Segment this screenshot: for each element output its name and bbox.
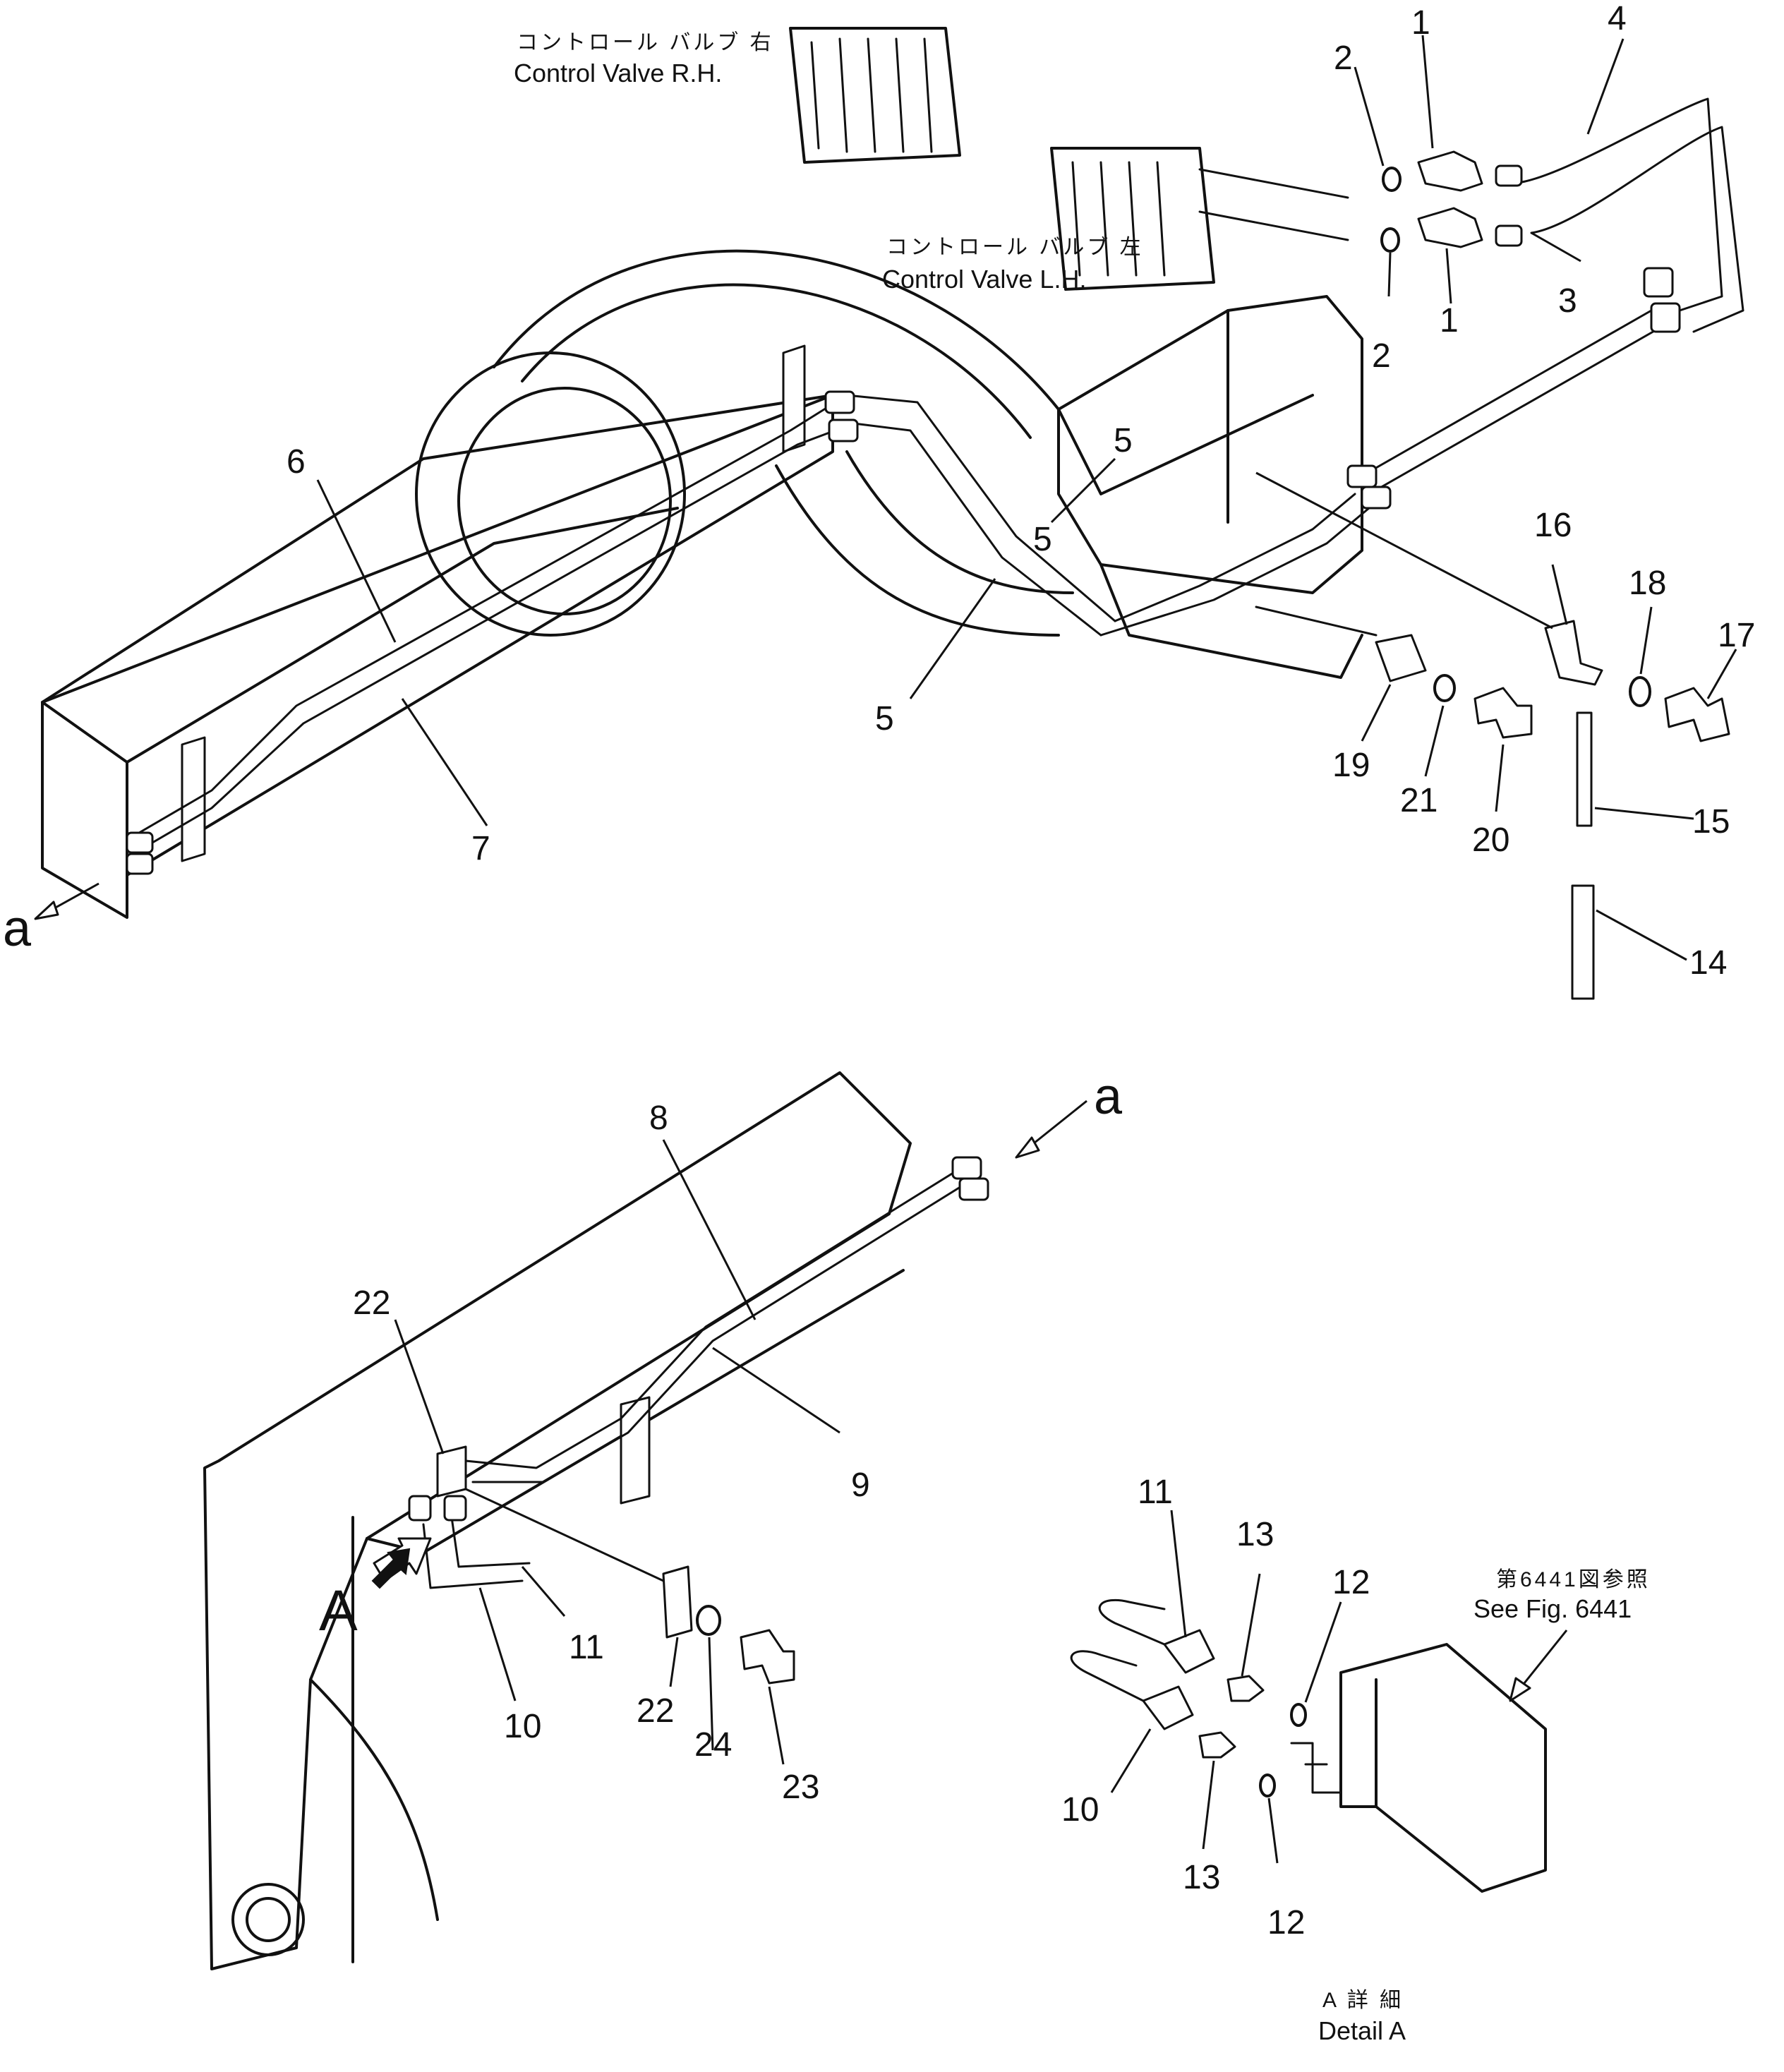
lower-pipes	[373, 1156, 989, 1589]
callout-11-detail: 11	[1138, 1474, 1173, 1511]
washer-18	[1629, 676, 1651, 707]
callout-18: 18	[1629, 565, 1666, 602]
callout-13-upper: 13	[1236, 1516, 1274, 1553]
callout-9: 9	[851, 1466, 870, 1504]
lower-hardware	[465, 1488, 795, 1685]
callout-20: 20	[1472, 821, 1509, 859]
detail-a-en: Detail A	[1318, 2016, 1406, 2045]
lower-arm	[203, 1071, 912, 1970]
control-valve-lh-jp: コントロール バルブ 左	[886, 236, 1144, 259]
callout-23: 23	[782, 1769, 819, 1806]
callout-10-detail: 10	[1061, 1791, 1099, 1829]
continuation-arrows	[34, 882, 1087, 1159]
callout-1-upper: 1	[1411, 4, 1430, 42]
callout-5-c: 5	[1033, 521, 1052, 558]
callout-10-main: 10	[504, 1708, 541, 1745]
continuation-marker-a-upper: a	[3, 901, 32, 957]
control-valve-lh-en: Control Valve L.H.	[882, 265, 1086, 294]
callout-7: 7	[471, 830, 490, 867]
rod-15	[1576, 711, 1593, 827]
markers: a a A	[3, 901, 1123, 1643]
callout-22-main: 22	[353, 1284, 390, 1322]
elbow-1-upper	[1417, 150, 1483, 192]
callout-2-lower: 2	[1372, 337, 1391, 375]
callout-6: 6	[287, 443, 306, 481]
washer-24	[696, 1605, 721, 1636]
upper-pipes	[126, 97, 1744, 875]
callout-leaders	[316, 35, 1737, 1864]
callout-12-lower: 12	[1267, 1904, 1305, 1941]
bolt-20	[1473, 687, 1533, 739]
detail-a-arrow	[371, 1548, 411, 1589]
callout-2-upper: 2	[1334, 40, 1353, 77]
callout-24: 24	[694, 1726, 732, 1764]
see-fig-en: See Fig. 6441	[1473, 1594, 1632, 1623]
callout-19: 19	[1332, 747, 1370, 784]
callout-8: 8	[649, 1100, 668, 1137]
o-ring-2-upper	[1382, 167, 1402, 192]
callout-5-a: 5	[1114, 422, 1133, 459]
callout-5-b: 5	[875, 700, 894, 737]
o-ring-12-lower	[1259, 1773, 1276, 1797]
o-ring-12-upper	[1290, 1703, 1307, 1727]
callout-11-main: 11	[569, 1629, 604, 1666]
o-ring-2-lower	[1380, 227, 1400, 253]
elbow-1-lower	[1417, 207, 1483, 248]
callout-1-lower: 1	[1440, 302, 1459, 339]
callout-13-lower: 13	[1183, 1859, 1220, 1896]
detail-view-marker-a: A	[319, 1579, 358, 1643]
control-valve-rh	[789, 27, 961, 164]
detail-a	[1070, 1598, 1568, 1893]
pin-14	[1571, 884, 1595, 1000]
tube-10-end	[1142, 1685, 1194, 1730]
callout-12-upper: 12	[1332, 1564, 1370, 1601]
callout-numbers: 1 1 2 2 3 4 5 5 5 6 7 8 9 10 10 11 11 12…	[287, 0, 1755, 1941]
clamp-22	[662, 1565, 693, 1639]
bolt-23	[740, 1629, 795, 1685]
callout-15: 15	[1692, 803, 1730, 841]
union-13-lower	[1198, 1731, 1236, 1759]
callout-17: 17	[1718, 617, 1755, 654]
tube-11-end	[1163, 1629, 1215, 1674]
detail-a-jp: A 詳 細	[1322, 1989, 1404, 2012]
upper-hardware	[1255, 471, 1730, 1000]
sleeve-19	[1375, 634, 1427, 682]
callout-3: 3	[1558, 282, 1577, 320]
washer-21	[1433, 674, 1456, 702]
control-valve-lh	[1050, 147, 1349, 291]
union-13-upper	[1226, 1675, 1265, 1702]
upper-fittings	[1380, 150, 1523, 253]
bolt-17	[1664, 687, 1730, 742]
callout-21: 21	[1400, 782, 1438, 819]
upper-boom	[41, 249, 1363, 919]
callout-14: 14	[1689, 944, 1727, 982]
callout-16: 16	[1534, 507, 1572, 544]
callout-22-clamp: 22	[637, 1692, 674, 1730]
see-fig-jp: 第6441図参照	[1496, 1568, 1651, 1591]
control-valve-rh-en: Control Valve R.H.	[514, 59, 722, 88]
callout-4: 4	[1608, 0, 1627, 37]
captions: コントロール バルブ 右 Control Valve R.H. コントロール バ…	[514, 31, 1651, 2045]
continuation-marker-a-lower: a	[1094, 1068, 1123, 1125]
bracket-16	[1544, 620, 1603, 686]
control-valve-rh-jp: コントロール バルブ 右	[517, 31, 774, 54]
